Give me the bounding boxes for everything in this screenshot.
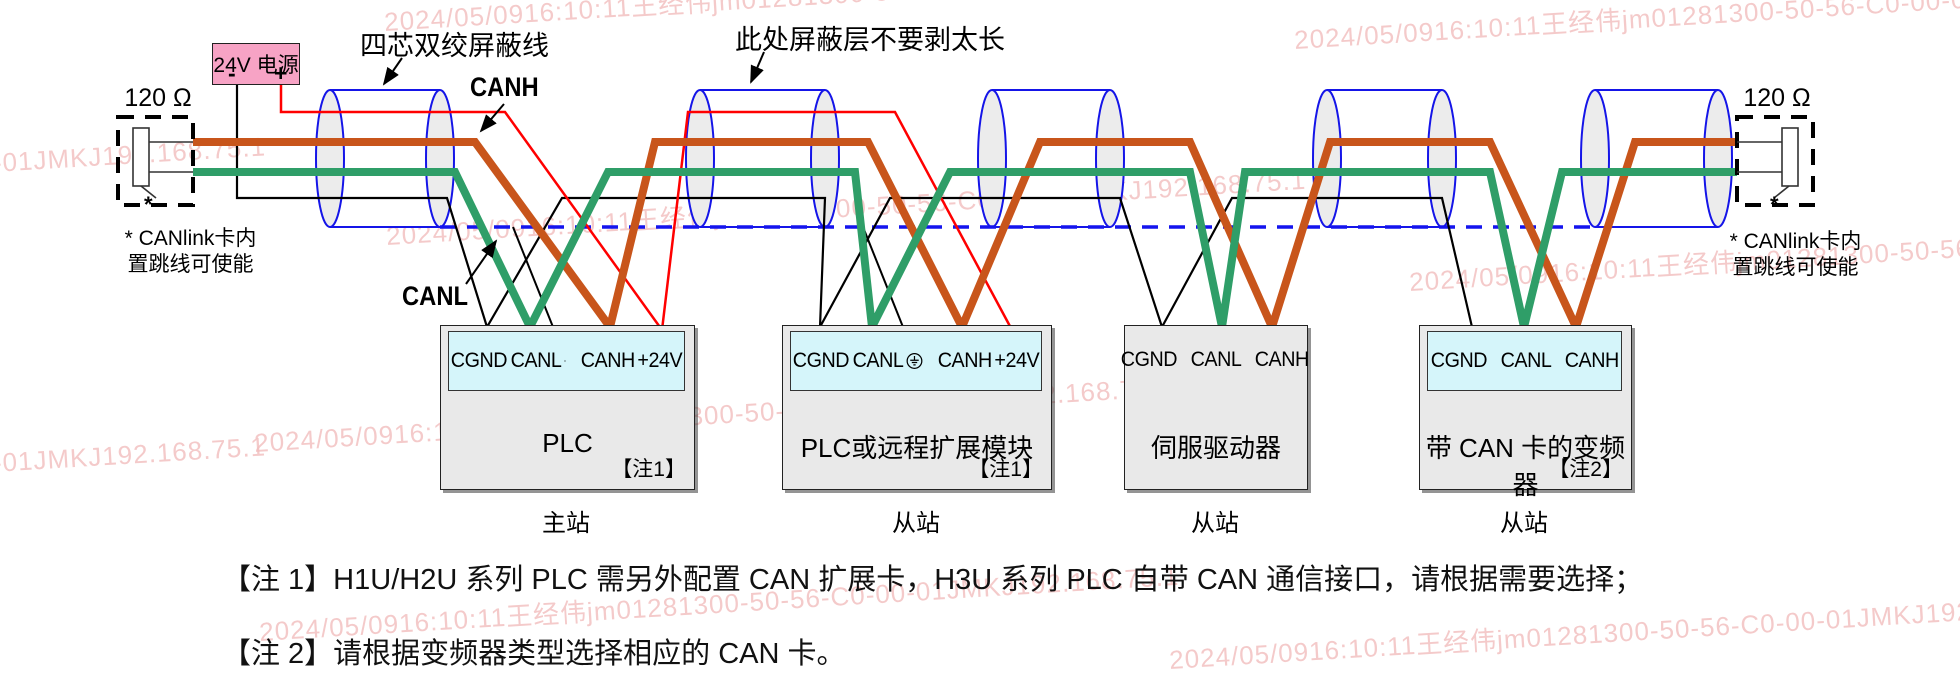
terminal-24v: +24V	[637, 349, 683, 372]
station-label-slave: 从站	[1191, 510, 1239, 537]
terminal-cgnd: CGND	[1430, 349, 1488, 372]
terminal-canh: CANH	[1254, 348, 1310, 371]
left-terminator: *	[116, 115, 195, 217]
terminal-canl: CANL	[510, 349, 562, 372]
left-canlink-note-line1: * CANlink卡内	[124, 227, 257, 250]
terminal-canh: CANH	[580, 349, 636, 372]
annotation-arrows	[382, 51, 765, 285]
device-note-ref: 【注1】	[611, 458, 686, 481]
canh-wire-label: CANH	[470, 72, 539, 102]
device-name: PLC或远程扩展模块	[800, 433, 1034, 463]
left-canlink-note: * CANlink卡内 置跳线可使能	[113, 226, 268, 279]
canl-wire-label: CANL	[402, 281, 468, 311]
inverter-terminal-strip: CGND CANL CANH	[1427, 331, 1622, 391]
terminal-canl: CANL	[1500, 349, 1552, 372]
canl-label-arrow	[465, 239, 498, 285]
cable-label-arrow	[382, 57, 403, 86]
plc-terminal-strip: CGND CANL CANH +24V	[448, 331, 685, 391]
left-canlink-note-line2: 置跳线可使能	[127, 253, 254, 277]
terminal-canl: CANL	[852, 349, 904, 372]
cable-type-label: 四芯双绞屏蔽线	[360, 31, 549, 61]
station-label-slave: 从站	[892, 510, 940, 537]
station-label-master: 主站	[542, 510, 590, 537]
power-supply-box: 24V 电源	[212, 43, 300, 85]
right-canlink-note-line1: * CANlink卡内	[1729, 230, 1862, 253]
device-name: 带 CAN 卡的变频器	[1425, 433, 1626, 500]
right-canlink-note: * CANlink卡内 置跳线可使能	[1718, 229, 1873, 282]
station-label-slave: 从站	[1500, 510, 1548, 537]
earth-ground-icon	[563, 360, 566, 362]
device-note-ref: 【注1】	[968, 458, 1043, 481]
canh-wire	[193, 138, 1737, 339]
power-minus-terminal: -	[228, 60, 236, 86]
terminal-canh: CANH	[1564, 349, 1619, 372]
right-resistor-label: 120 Ω	[1743, 84, 1811, 112]
power-plus-terminal: +	[274, 60, 288, 86]
right-terminator-asterisk: *	[1770, 192, 1779, 217]
device-plc: CGND CANL CANH +24V PLC 【注1】	[440, 325, 695, 490]
device-name: PLC	[542, 428, 593, 458]
right-terminator: *	[1735, 115, 1815, 217]
canh-label-arrow	[479, 103, 505, 133]
servo-terminal-row: CGND CANL CANH	[1121, 331, 1309, 389]
device-servo-drive: CGND CANL CANH 伺服驱动器	[1121, 325, 1309, 490]
expansion-terminal-strip: CGND CANL CANH +24V	[790, 331, 1042, 391]
device-plc-or-expansion: CGND CANL CANH +24V PLC或远程扩展模块 【注1】	[782, 325, 1052, 490]
shield-earth-tap	[512, 226, 904, 328]
device-note-ref: 【注2】	[1548, 458, 1623, 481]
device-name: 伺服驱动器	[1150, 433, 1281, 463]
footnote-1: 【注 1】H1U/H2U 系列 PLC 需另外配置 CAN 扩展卡，H3U 系列…	[222, 564, 1644, 596]
terminal-cgnd: CGND	[1121, 348, 1178, 371]
shield-strip-note: 此处屏蔽层不要剥太长	[735, 25, 1005, 55]
terminal-cgnd: CGND	[792, 349, 850, 372]
terminal-canl: CANL	[1190, 348, 1242, 371]
terminal-canh: CANH	[937, 349, 993, 372]
terminal-24v: +24V	[994, 349, 1040, 372]
power-supply-label: 24V 电源	[213, 54, 299, 77]
left-terminator-asterisk: *	[144, 192, 153, 217]
canl-wire	[193, 168, 1737, 341]
right-canlink-note-line2: 置跳线可使能	[1732, 256, 1859, 280]
device-inverter-can-card: CGND CANL CANH 带 CAN 卡的变频器 【注2】	[1419, 325, 1632, 500]
left-resistor-label: 120 Ω	[124, 84, 192, 112]
cable-end-ellipses	[315, 89, 1733, 228]
shield-note-arrow	[750, 51, 765, 84]
terminal-cgnd: CGND	[450, 349, 508, 372]
footnote-2: 【注 2】请根据变频器类型选择相应的 CAN 卡。	[222, 638, 846, 670]
earth-ground-icon	[906, 353, 923, 369]
